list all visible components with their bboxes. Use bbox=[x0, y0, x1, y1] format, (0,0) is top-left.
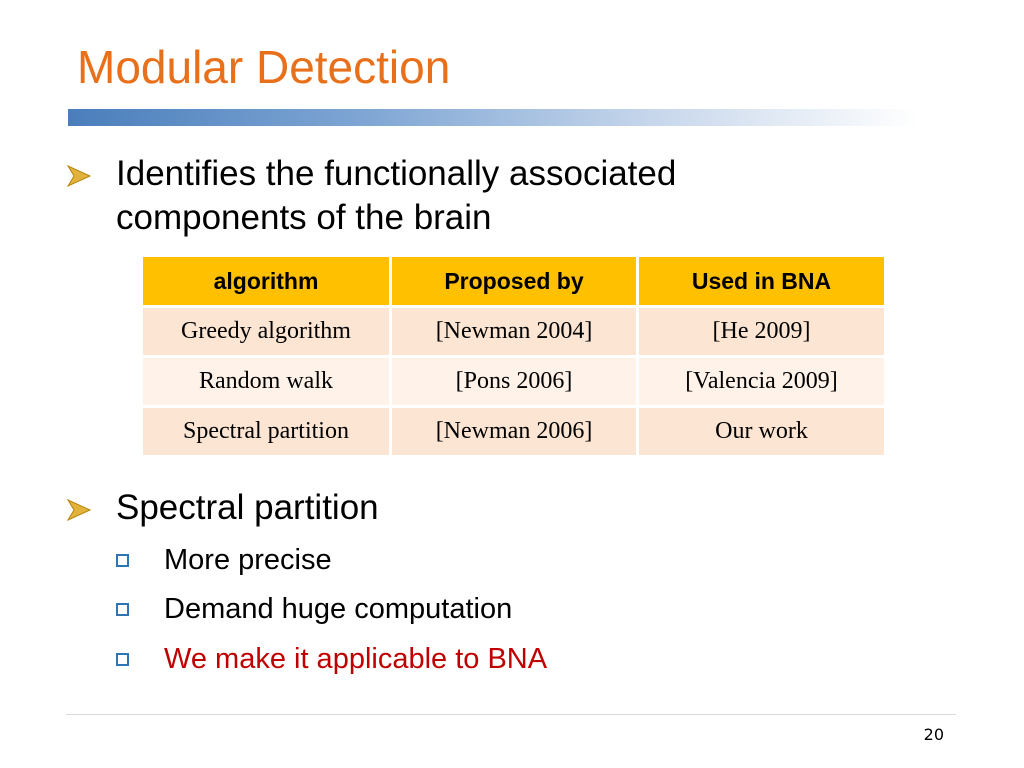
arrow-bullet-icon bbox=[66, 165, 92, 187]
sub-bullet-item: Demand huge computation bbox=[116, 591, 816, 627]
square-bullet-icon bbox=[116, 653, 129, 666]
table-row: Spectral partition [Newman 2006] Our wor… bbox=[140, 405, 887, 458]
table-cell: [Newman 2004] bbox=[389, 305, 639, 358]
title-underline-bar bbox=[68, 109, 918, 126]
table-header-cell: Proposed by bbox=[389, 254, 639, 308]
slide-title: Modular Detection bbox=[77, 41, 451, 93]
table-cell: [Newman 2006] bbox=[389, 405, 639, 458]
table-cell: Our work bbox=[636, 405, 887, 458]
table-header-cell: Used in BNA bbox=[636, 254, 887, 308]
table-header-cell: algorithm bbox=[140, 254, 392, 308]
table-cell: Random walk bbox=[140, 355, 392, 408]
sub-bullet-text: More precise bbox=[164, 544, 332, 576]
table-cell: [Pons 2006] bbox=[389, 355, 639, 408]
table-header-row: algorithm Proposed by Used in BNA bbox=[140, 254, 887, 308]
square-bullet-icon bbox=[116, 603, 129, 616]
table-row: Random walk [Pons 2006] [Valencia 2009] bbox=[140, 355, 887, 408]
square-bullet-icon bbox=[116, 554, 129, 567]
page-number: 20 bbox=[923, 725, 944, 744]
sub-bullet-text-highlight: We make it applicable to BNA bbox=[164, 643, 548, 675]
algorithm-table: algorithm Proposed by Used in BNA Greedy… bbox=[140, 254, 887, 458]
table-cell: Spectral partition bbox=[140, 405, 392, 458]
table-cell: Greedy algorithm bbox=[140, 305, 392, 358]
sub-bullet-item: We make it applicable to BNA bbox=[116, 641, 816, 677]
bullet-item: Identifies the functionally associated c… bbox=[66, 152, 866, 244]
table-row: Greedy algorithm [Newman 2004] [He 2009] bbox=[140, 305, 887, 358]
bullet-text: Identifies the functionally associated c… bbox=[116, 154, 677, 237]
footer-divider bbox=[66, 714, 956, 715]
table-cell: [Valencia 2009] bbox=[636, 355, 887, 408]
sub-bullet-text: Demand huge computation bbox=[164, 593, 513, 625]
arrow-bullet-icon bbox=[66, 499, 92, 521]
bullet-text: Spectral partition bbox=[116, 488, 379, 527]
table-cell: [He 2009] bbox=[636, 305, 887, 358]
bullet-item: Spectral partition bbox=[66, 486, 866, 530]
sub-bullet-item: More precise bbox=[116, 542, 816, 578]
